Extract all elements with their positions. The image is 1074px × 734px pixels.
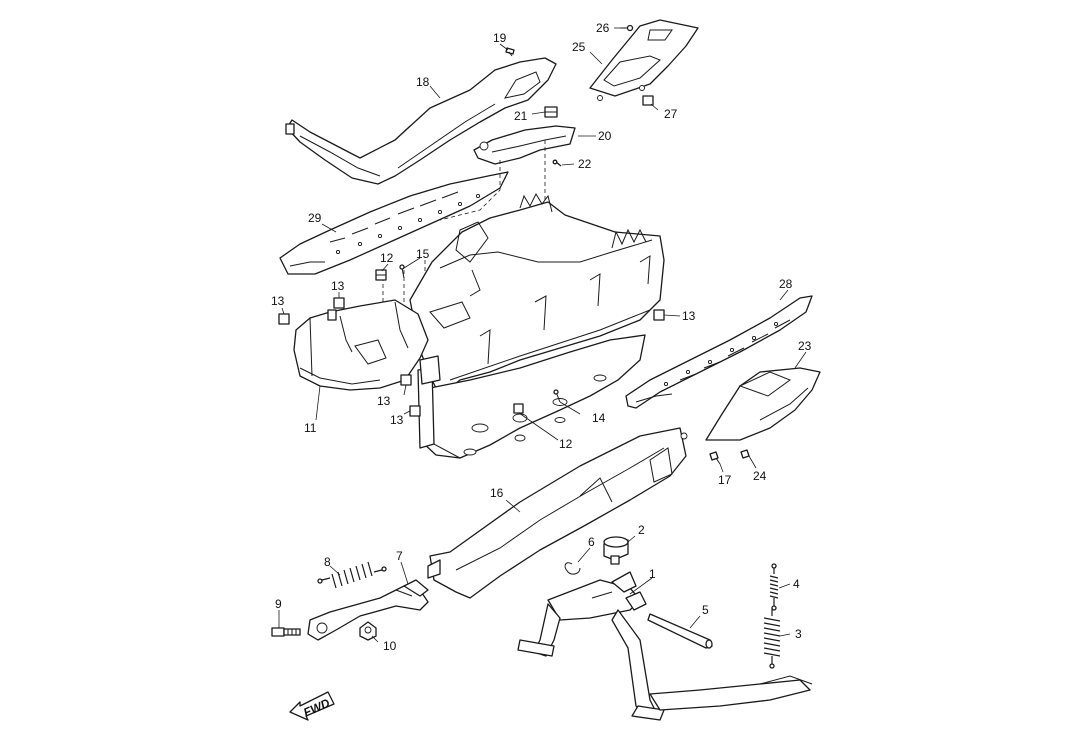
part-29-footboard-mat	[279, 171, 509, 275]
part-10-nut	[359, 621, 377, 641]
callout-12-upper: 12	[380, 251, 394, 265]
callout-13-b: 13	[271, 294, 285, 308]
part-28-footboard-mat	[625, 295, 813, 409]
callout-13-a: 13	[331, 279, 345, 293]
callout-19: 19	[493, 31, 507, 45]
part-16-frame-cover	[427, 427, 688, 599]
callout-8: 8	[324, 555, 331, 569]
part-21-clip	[544, 106, 558, 118]
callout-labels: 19 18 25 26 27 21 20 22 29 12 15 13 13 1…	[271, 21, 812, 653]
callout-5: 5	[702, 603, 709, 617]
part-8-spring	[317, 561, 387, 589]
callout-29: 29	[308, 211, 322, 225]
part-6-clip	[564, 562, 581, 575]
part-20-lid	[473, 125, 576, 165]
part-25-panel	[589, 19, 699, 101]
callout-16: 16	[490, 486, 504, 500]
part-24-screw	[740, 449, 750, 459]
callout-3: 3	[795, 627, 802, 641]
callout-13-d: 13	[390, 413, 404, 427]
callout-12-lower: 12	[559, 437, 573, 451]
part-9-bolt	[271, 627, 301, 637]
callout-11: 11	[304, 421, 317, 435]
callout-27: 27	[664, 107, 678, 121]
support-post	[417, 355, 441, 449]
callout-13-c: 13	[377, 394, 391, 408]
part-7-side-stand	[307, 579, 429, 641]
callout-25: 25	[572, 40, 586, 54]
callout-15: 15	[416, 247, 430, 261]
part-27-clip	[642, 95, 654, 106]
callout-28: 28	[779, 277, 793, 291]
part-5-shaft	[647, 613, 713, 649]
part-13-nut-c	[400, 374, 412, 386]
callout-17: 17	[718, 473, 732, 487]
part-14-screw	[553, 389, 561, 403]
callout-2: 2	[638, 523, 645, 537]
callout-7: 7	[396, 549, 403, 563]
part-17-screw	[709, 451, 721, 465]
part-22-pin	[552, 159, 562, 167]
part-26-screw	[620, 24, 634, 32]
callout-26: 26	[596, 21, 610, 35]
callout-21: 21	[514, 109, 528, 123]
part-1-main-stand	[517, 571, 813, 721]
callout-14: 14	[592, 411, 606, 425]
part-4-spring	[769, 563, 779, 611]
part-15-screw	[399, 264, 405, 279]
part-13-nut-d	[409, 405, 421, 417]
callout-24: 24	[753, 469, 767, 483]
part-13-nut-b	[278, 313, 290, 325]
callout-22: 22	[578, 157, 592, 171]
callout-20: 20	[598, 129, 612, 143]
callout-23: 23	[798, 339, 812, 353]
part-2-stopper	[603, 536, 629, 565]
fwd-arrow-icon: FWD	[289, 691, 335, 721]
leader-lines	[278, 27, 807, 643]
part-11-leg-shield-bracket	[293, 299, 429, 391]
callout-18: 18	[416, 75, 430, 89]
part-12-grommet-lower	[513, 403, 524, 414]
part-12-grommet-upper	[375, 269, 387, 281]
callout-10: 10	[383, 639, 397, 653]
part-23-side-panel	[705, 367, 821, 441]
callout-4: 4	[793, 577, 800, 591]
part-19-screw	[505, 47, 515, 57]
callout-6: 6	[588, 535, 595, 549]
part-13-nut-a	[333, 297, 345, 309]
part-13-nut-e	[653, 309, 665, 321]
callout-13-e: 13	[682, 309, 696, 323]
part-3-spring	[763, 608, 781, 669]
callout-9: 9	[275, 597, 282, 611]
callout-1: 1	[649, 567, 656, 581]
fwd-label: FWD	[301, 696, 332, 720]
part-18-side-cover	[285, 57, 557, 185]
